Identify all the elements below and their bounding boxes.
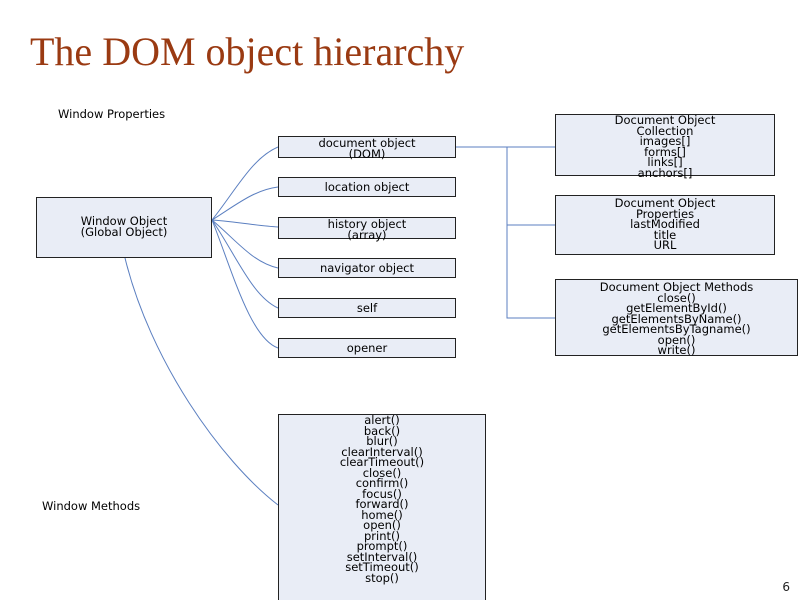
connector-self [211, 219, 279, 309]
self-box: self [278, 298, 456, 318]
document-collection-box: Document Object Collection images[] form… [555, 113, 775, 180]
window-method-item: close() [362, 465, 402, 480]
window-method-item: print() [364, 528, 400, 543]
opener-box: opener [278, 338, 456, 358]
document-methods-line-1: Document Object Methods [599, 280, 754, 294]
window-methods-label: Window Methods [42, 499, 141, 513]
document-methods-line-5: getElementsByTagname() [602, 322, 751, 336]
window-method-item: back() [363, 423, 401, 438]
window-method-item: clearTimeout() [339, 455, 425, 469]
window-method-item: setTimeout() [345, 560, 419, 574]
window-method-item: focus() [362, 486, 402, 501]
document-collection-line-4: forms[] [644, 144, 686, 159]
document-methods-line-2: close() [657, 290, 696, 305]
document-methods-line-7: write() [657, 343, 696, 357]
opener-label: opener [346, 340, 388, 355]
window-methods-box: alert() back() blur() clearInterval() cl… [278, 414, 486, 600]
document-collection-line-3: images[] [639, 134, 691, 148]
document-collection-line-2: Collection [636, 123, 694, 138]
window-object-box: Window Object (Global Object) [36, 197, 212, 258]
document-collection-line-1: Document Object [614, 113, 716, 127]
window-method-item: confirm() [355, 476, 409, 490]
connector-location [211, 186, 279, 221]
connector-document [211, 146, 279, 221]
document-properties-line-2: Properties [635, 206, 695, 221]
document-collection-line-5: links[] [647, 155, 683, 169]
history-object-box: history object (array) [278, 217, 456, 242]
connector-opener [211, 219, 279, 349]
connector-methods [124, 257, 279, 506]
history-object-line-2: (array) [347, 227, 387, 242]
document-methods-line-3: getElementById() [626, 301, 727, 315]
window-method-item: forward() [355, 497, 409, 511]
document-methods-box: Document Object Methods close() getEleme… [555, 279, 798, 356]
window-method-item: home() [361, 507, 403, 522]
history-object-line-1: history object [327, 217, 407, 231]
window-method-item: setInterval() [346, 549, 418, 564]
window-method-item: open() [363, 518, 401, 532]
location-object-box: location object [278, 177, 456, 197]
document-properties-line-4: title [653, 227, 677, 242]
document-properties-line-3: lastModified [630, 217, 700, 231]
document-properties-line-5: URL [653, 238, 677, 252]
document-methods-line-6: open() [657, 332, 696, 347]
window-object-line-2: (Global Object) [80, 224, 168, 239]
navigator-object-label: navigator object [319, 260, 415, 275]
document-collection-line-6: anchors[] [637, 165, 693, 180]
document-object-line-2: (DOM) [348, 146, 386, 161]
document-methods-line-4: getElementsByName() [611, 311, 742, 326]
window-properties-label: Window Properties [58, 107, 166, 121]
navigator-object-box: navigator object [278, 258, 456, 278]
document-properties-box: Document Object Properties lastModified … [555, 195, 775, 255]
window-method-item: blur() [366, 434, 398, 448]
slide-title: The DOM object hierarchy [30, 29, 465, 74]
document-properties-line-1: Document Object [614, 196, 716, 210]
connector-navigator [211, 219, 279, 269]
window-method-item: prompt() [356, 539, 408, 553]
window-method-item: stop() [365, 570, 399, 585]
document-object-line-1: document object [318, 136, 416, 150]
self-label: self [356, 300, 378, 315]
window-method-item: clearInterval() [341, 444, 423, 459]
document-object-box: document object (DOM) [278, 136, 456, 161]
window-method-item: alert() [364, 413, 400, 427]
page-number: 6 [782, 580, 790, 594]
window-object-line-1: Window Object [80, 214, 168, 228]
connector-history [211, 219, 279, 228]
location-object-label: location object [324, 179, 410, 194]
connector-doc-trunk [456, 146, 555, 319]
